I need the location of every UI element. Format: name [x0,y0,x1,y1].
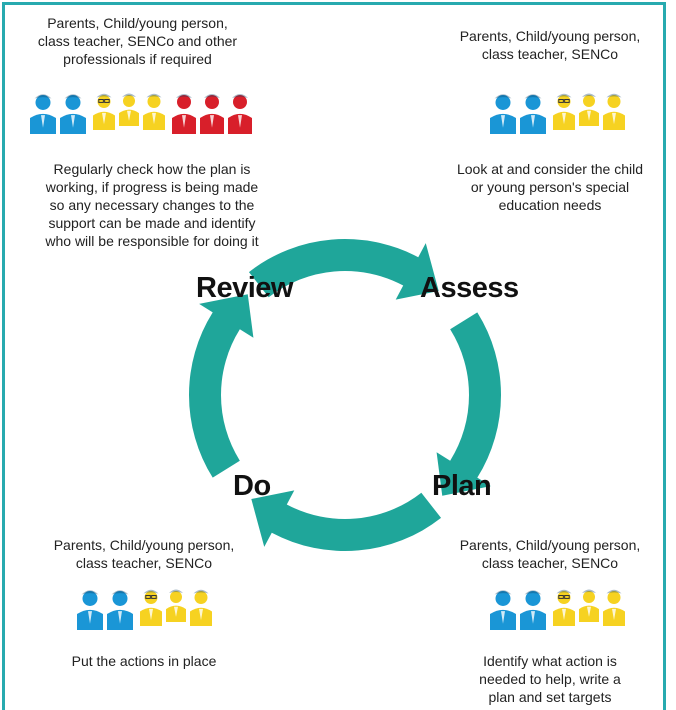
arrow-do-to-review [188,294,254,478]
do-people-icons [75,588,214,630]
children-icon [551,92,627,134]
arrow-review-to-assess [248,238,439,300]
children-icon [551,588,627,630]
stage-do: Do [233,470,271,502]
arrow-assess-to-plan [436,312,502,496]
stage-assess: Assess [420,272,519,304]
review-people-icons [28,92,254,134]
professionals-icon [170,92,254,134]
children-icon [91,92,167,134]
parents-icon [488,588,548,630]
parents-icon [28,92,88,134]
diagram-frame [2,2,666,710]
review-participants: Parents, Child/young person, class teach… [37,15,238,67]
do-description: Put the actions in place [71,653,217,669]
review-description: Regularly check how the plan is working,… [45,161,259,249]
parents-icon [75,588,135,630]
assess-participants: Parents, Child/young person, class teach… [459,28,641,62]
plan-description: Identify what action is needed to help, … [479,653,621,705]
children-icon [138,588,214,630]
parents-icon [488,92,548,134]
stage-review: Review [196,272,293,304]
plan-people-icons [488,588,627,630]
do-participants: Parents, Child/young person, class teach… [53,537,235,571]
assess-description: Look at and consider the child or young … [456,161,643,213]
stage-plan: Plan [432,470,492,502]
assess-people-icons [488,92,627,134]
plan-participants: Parents, Child/young person, class teach… [459,537,641,571]
arrow-plan-to-do [251,490,442,551]
